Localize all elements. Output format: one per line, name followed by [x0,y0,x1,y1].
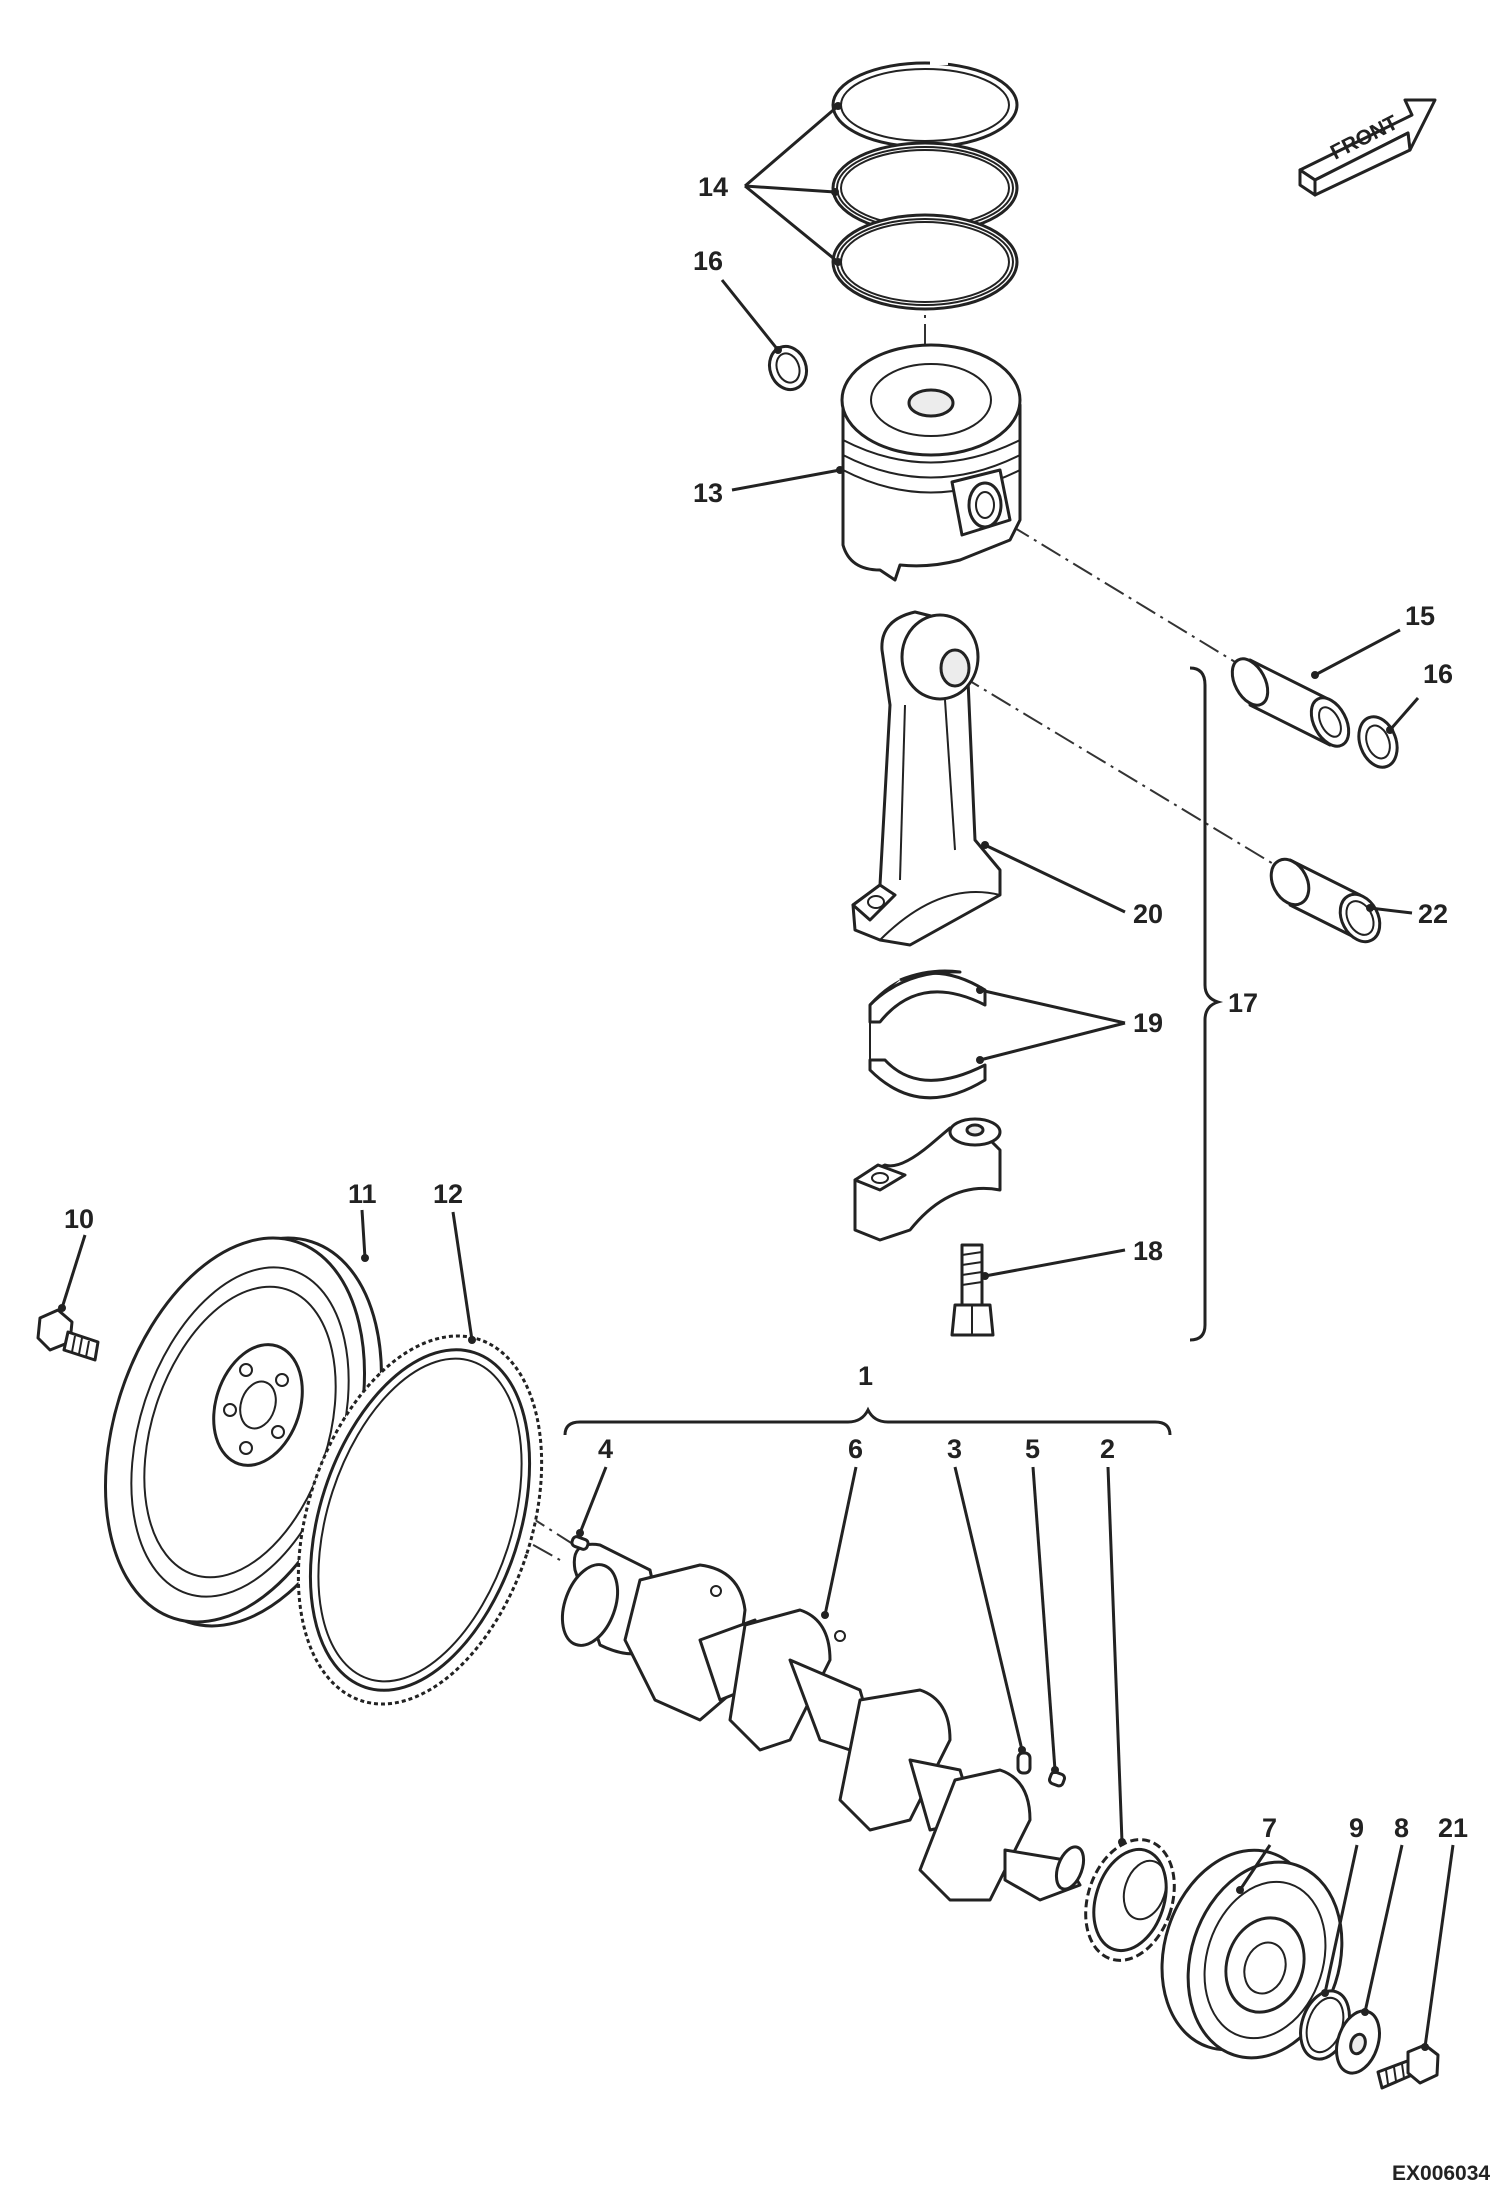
piston-ring-bottom [831,213,1019,311]
rod-bolt [950,1243,995,1337]
piston-ring-middle [831,141,1019,235]
piston [840,343,1022,582]
label-9: 9 [1349,1813,1364,1843]
callout-labels: 14 16 13 15 16 22 20 17 19 18 10 11 12 1… [64,172,1468,1843]
label-2: 2 [1100,1434,1115,1464]
label-22: 22 [1418,899,1448,929]
connecting-rod [851,610,1002,947]
piston-pin [1230,657,1351,748]
label-15: 15 [1405,601,1435,631]
leader-lines [58,102,1455,2051]
label-6: 6 [848,1434,863,1464]
piston-ring-top [831,59,1019,149]
document-id: EX006034 [1392,2162,1490,2185]
label-7: 7 [1262,1813,1277,1843]
label-14: 14 [698,172,728,202]
label-21: 21 [1438,1813,1468,1843]
snap-ring-right [1357,715,1399,769]
label-17: 17 [1228,988,1258,1018]
brace-assembly-1 [563,1406,1172,1436]
piston-rings [831,59,1019,311]
label-11: 11 [348,1179,377,1209]
crankshaft-pulley [1160,1848,1344,2060]
snap-ring-upper [767,344,809,392]
bearing-shells [868,969,987,1100]
label-20: 20 [1133,899,1163,929]
label-19: 19 [1133,1008,1163,1038]
centerlines [244,65,1301,1561]
label-1: 1 [858,1361,873,1391]
label-18: 18 [1133,1236,1163,1266]
pulley-bolt [1376,2043,1440,2090]
flywheel-bolt [36,1308,100,1362]
small-end-bushing [1269,857,1382,944]
washer [1335,2009,1381,2075]
label-5: 5 [1025,1434,1040,1464]
crank-keys [570,1535,1067,1788]
label-8: 8 [1394,1813,1409,1843]
brace-assembly-17 [1189,666,1224,1342]
crankshaft-gear [1084,1838,1176,1962]
label-4: 4 [598,1434,613,1464]
ring-gear [296,1334,544,1706]
label-12: 12 [433,1179,463,1209]
crankshaft [560,1542,1086,1902]
front-arrow-icon: FRONT [1298,98,1437,197]
label-16-upper: 16 [693,246,723,276]
label-16-right: 16 [1423,659,1453,689]
label-3: 3 [947,1434,962,1464]
label-13: 13 [693,478,723,508]
connecting-rod-cap [853,1117,1002,1242]
label-10: 10 [64,1204,94,1234]
